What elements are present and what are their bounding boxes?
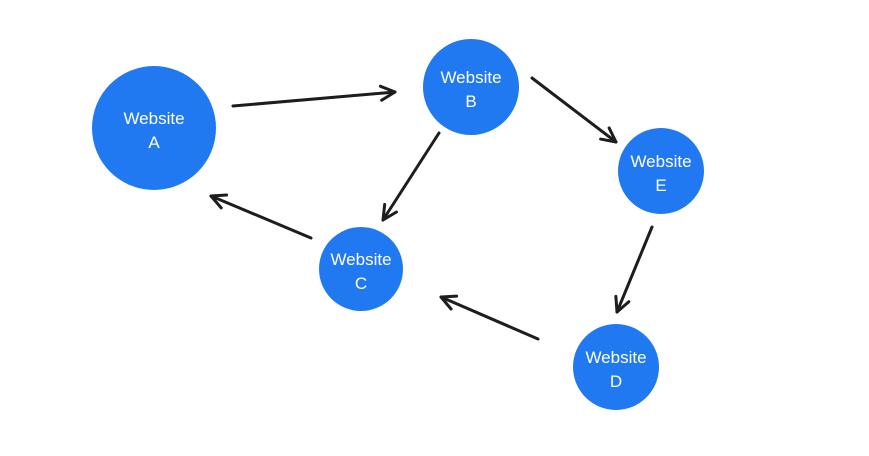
node-circle-b [423,39,519,135]
edge-arrow-c-to-a [209,193,313,240]
node-label-line1: Website [123,109,184,128]
node-label-line1: Website [630,152,691,171]
node-label-line1: Website [330,250,391,269]
edge-arrow-d-to-c [439,294,540,341]
node-circle-c [319,227,403,311]
node-label-line2: E [655,176,666,195]
node-circle-a [92,66,216,190]
edge-arrow-e-to-d [614,225,654,314]
node-circle-d [573,324,659,410]
node-label-line1: Website [440,68,501,87]
node-label-line1: Website [585,348,646,367]
edge-arrow-b-to-c [381,131,441,222]
node-label-line2: B [465,92,476,111]
node-label-line2: C [355,274,367,293]
node-circle-e [618,128,704,214]
node-label-line2: D [610,372,622,391]
edge-arrow-b-to-e [530,76,618,144]
edges-layer [209,76,654,341]
node-label-line2: A [148,133,160,152]
edge-arrow-a-to-b [231,84,397,108]
